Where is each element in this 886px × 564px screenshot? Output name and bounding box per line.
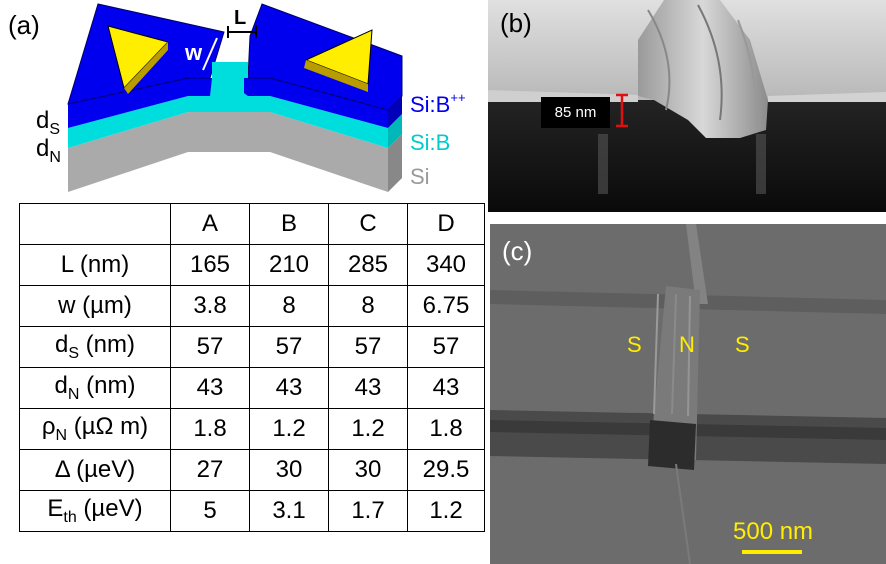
row-label: dN (nm) [19,367,171,409]
table-cell: 30 [249,449,329,491]
parameter-table: A B C D L (nm) 165 210 285 340 w (µm) 3.… [19,203,485,532]
table-cell: 8 [249,285,329,327]
layer-label-bottom: Si [410,164,430,189]
table-cell: 8 [328,285,408,327]
substrate-layer [68,112,388,192]
row-label: Δ (µeV) [19,449,171,491]
table-cell: 285 [328,244,408,286]
table-row: Eth (µeV) 5 3.1 1.7 1.2 [19,490,485,532]
table-row: Δ (µeV) 27 30 30 29.5 [19,449,485,491]
sem-image-c: (c) [490,224,886,564]
layer-label-top: Si:B++ [410,90,466,117]
mid-layer-side [388,114,402,148]
table-cell: 57 [328,326,408,368]
row-label: dS (nm) [19,326,171,368]
table-cell: 43 [170,367,250,409]
l-dimension-label: L [234,7,246,29]
sem-c-drawing [490,224,886,564]
table-header-row: A B C D [19,203,485,245]
panel-c-label: (c) [502,236,533,266]
table-cell: 43 [249,367,329,409]
superconductor-label-right: S [735,332,750,357]
row-label: ρN (µΩ m) [19,408,171,450]
table-cell: 43 [328,367,408,409]
table-row: dS (nm) 57 57 57 57 [19,326,485,368]
table-row: ρN (µΩ m) 1.8 1.2 1.2 1.8 [19,408,485,450]
table-cell: 1.2 [407,490,485,532]
table-cell: 340 [407,244,485,286]
normal-metal-label: N [679,332,695,357]
sem-b-drawing [488,0,886,212]
table-row: w (µm) 3.8 8 8 6.75 [19,285,485,327]
row-label: Eth (µeV) [19,490,171,532]
table-cell: 57 [170,326,250,368]
table-cell: 57 [249,326,329,368]
thickness-label: 85 nm [541,97,610,128]
table-header-cell: A [170,203,250,245]
table-cell: 5 [170,490,250,532]
table-cell: 210 [249,244,329,286]
w-dimension-label: w [184,40,203,65]
device-schematic: L w dS dN Si:B++ Si:B Si [36,3,466,192]
layer-label-mid: Si:B [410,130,450,155]
left-contact-shade [124,42,168,94]
table-cell: 6.75 [407,285,485,327]
table-cell: 1.8 [407,408,485,450]
table-cell: 43 [407,367,485,409]
table-cell: 1.7 [328,490,408,532]
panel-b-label: (b) [500,8,532,38]
top-layer-front [68,78,388,128]
table-cell: 165 [170,244,250,286]
table-cell: 3.8 [170,285,250,327]
table-header-cell [19,203,171,245]
mid-layer [68,96,388,148]
table-row: L (nm) 165 210 285 340 [19,244,485,286]
ds-label: dS [36,107,60,138]
top-layer-side [388,96,402,128]
table-cell: 3.1 [249,490,329,532]
bridge-front [212,62,244,96]
table-cell: 1.8 [170,408,250,450]
table-header-cell: B [249,203,329,245]
table-header-cell: C [328,203,408,245]
table-cell: 30 [328,449,408,491]
table-cell: 27 [170,449,250,491]
right-contact-shade [304,60,368,92]
table-cell: 57 [407,326,485,368]
table-cell: 1.2 [249,408,329,450]
panel-a-label: (a) [8,10,40,40]
w-dimension-line [202,37,218,71]
sem-image-b: (b) [488,0,886,212]
row-label: w (µm) [19,285,171,327]
dn-label: dN [36,135,61,166]
table-cell: 29.5 [407,449,485,491]
table-row: dN (nm) 43 43 43 43 [19,367,485,409]
table-cell: 1.2 [328,408,408,450]
scale-bar [742,550,802,554]
row-label: L (nm) [19,244,171,286]
scale-bar-label: 500 nm [733,518,814,545]
superconductor-label-left: S [627,332,642,357]
table-header-cell: D [407,203,485,245]
substrate-side [388,134,402,192]
